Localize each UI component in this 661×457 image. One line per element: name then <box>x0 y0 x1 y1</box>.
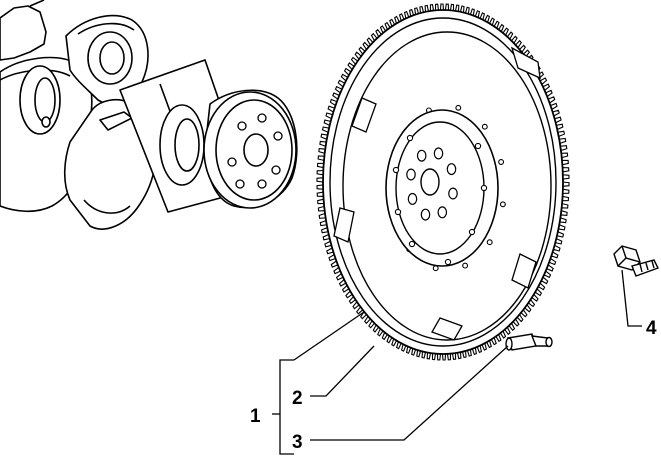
callout-leaders <box>272 269 642 455</box>
bolt-hole <box>499 201 506 208</box>
leader-2b <box>293 311 365 361</box>
hub-bolt-hole <box>437 206 448 219</box>
bolt-hole <box>481 123 488 130</box>
callout-3: 3 <box>292 432 303 453</box>
bolt-hole <box>486 239 493 246</box>
bolt-hole <box>462 262 469 269</box>
hub-bolt-hole <box>406 168 416 181</box>
hub-bolt-hole <box>448 187 458 200</box>
hub-bolt-hole <box>420 208 431 221</box>
callout-2: 2 <box>292 388 303 409</box>
callout-4: 4 <box>646 318 657 339</box>
hub-bolt-hole <box>446 163 457 176</box>
bolt-hole <box>498 159 505 165</box>
leader-2 <box>310 345 375 397</box>
hub-bolt-hole <box>416 149 427 162</box>
crankshaft <box>0 0 298 230</box>
hub-bolt-hole <box>433 147 444 160</box>
leader-4 <box>621 269 642 327</box>
bolt-hole <box>455 104 462 111</box>
hub-bolt-hole <box>407 192 418 205</box>
bracket-1 <box>279 359 294 455</box>
callout-1: 1 <box>250 406 261 427</box>
hub-bolt-holes <box>406 147 458 221</box>
dowel-pin <box>505 333 553 351</box>
flywheel-bolt <box>613 245 659 277</box>
leader-3 <box>310 345 509 441</box>
flywheel <box>316 3 570 361</box>
